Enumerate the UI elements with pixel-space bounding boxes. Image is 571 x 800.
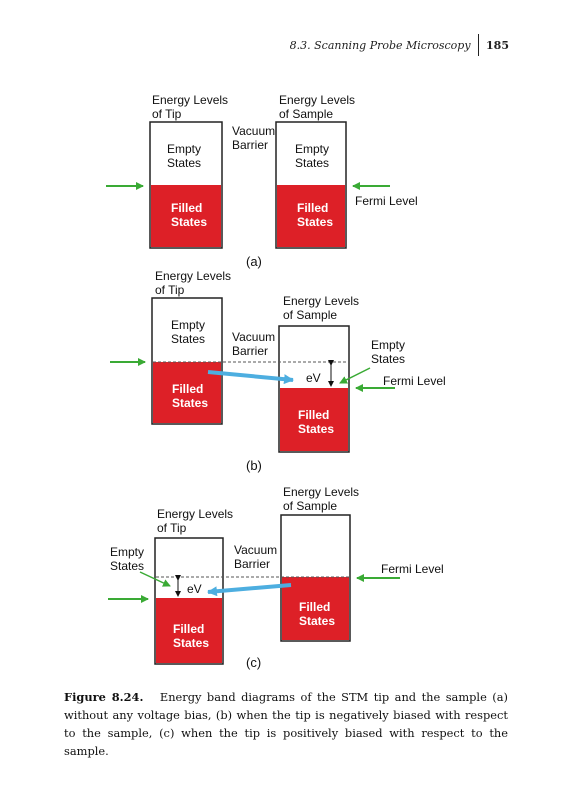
tip-empty-line1: Empty xyxy=(171,318,205,332)
sample-label-line2: of Sample xyxy=(279,107,333,121)
sample-filled-line1: Filled xyxy=(299,600,330,614)
sample-label-line2: of Sample xyxy=(283,308,337,322)
ev-label: eV xyxy=(306,371,321,385)
tip-filled-line2: States xyxy=(172,396,208,410)
caption-label: Figure 8.24. xyxy=(64,690,144,704)
sample-filled-line1: Filled xyxy=(298,408,329,422)
caption-text: Energy band diagrams of the STM tip and … xyxy=(64,690,508,758)
panel-b: Energy Levels of Tip Empty States Filled… xyxy=(110,269,446,473)
panel-a: Energy Levels of Tip Empty States Filled… xyxy=(106,93,418,269)
sample-label-line1: Energy Levels xyxy=(283,485,359,499)
tip-filled-line1: Filled xyxy=(173,622,204,636)
empty-states-pointer xyxy=(339,367,371,384)
tip-empty-line2: States xyxy=(171,332,205,346)
tip-filled-line1: Filled xyxy=(171,201,202,215)
sample-filled-region xyxy=(277,185,345,247)
tip-filled-line2: States xyxy=(171,215,207,229)
tip-filled-line1: Filled xyxy=(172,382,203,396)
sample-filled-line2: States xyxy=(297,215,333,229)
tip-label-line1: Energy Levels xyxy=(152,93,228,107)
empty-states-pointer xyxy=(139,571,171,587)
tip-empty-line2: States xyxy=(110,559,144,573)
sample-label-line1: Energy Levels xyxy=(283,294,359,308)
tunneling-arrow xyxy=(207,370,294,385)
ev-label: eV xyxy=(187,582,202,596)
tip-label-line1: Energy Levels xyxy=(157,507,233,521)
sample-filled-region xyxy=(282,577,349,640)
tip-label-line1: Energy Levels xyxy=(155,269,231,283)
sample-filled-line2: States xyxy=(299,614,335,628)
panel-c-label: (c) xyxy=(246,655,261,670)
sample-filled-line2: States xyxy=(298,422,334,436)
header-divider xyxy=(477,34,480,56)
panel-a-label: (a) xyxy=(246,254,262,269)
vacuum-line1: Vacuum xyxy=(234,543,277,557)
vacuum-line2: Barrier xyxy=(232,138,268,152)
figure-caption: Figure 8.24. Energy band diagrams of the… xyxy=(64,688,508,760)
running-header: 8.3. Scanning Probe Microscopy 185 xyxy=(290,34,509,56)
tip-filled-region xyxy=(151,185,221,247)
tip-empty-line1: Empty xyxy=(167,142,201,156)
vacuum-line2: Barrier xyxy=(232,344,268,358)
vacuum-line1: Vacuum xyxy=(232,330,275,344)
vacuum-line1: Vacuum xyxy=(232,124,275,138)
sample-filled-line1: Filled xyxy=(297,201,328,215)
sample-filled-region xyxy=(280,388,348,451)
tip-label-line2: of Tip xyxy=(155,283,185,297)
page-number: 185 xyxy=(486,38,509,52)
panel-c: Energy Levels of Sample Filled States En… xyxy=(108,485,444,670)
sample-label-line2: of Sample xyxy=(283,499,337,513)
sample-empty-line2: States xyxy=(295,156,329,170)
tip-label-line2: of Tip xyxy=(152,107,182,121)
panel-b-label: (b) xyxy=(246,458,262,473)
sample-empty-line2: States xyxy=(371,352,405,366)
tip-empty-line2: States xyxy=(167,156,201,170)
sample-label-line1: Energy Levels xyxy=(279,93,355,107)
fermi-level-label: Fermi Level xyxy=(381,562,444,576)
tip-empty-line1: Empty xyxy=(110,545,144,559)
section-title: 8.3. Scanning Probe Microscopy xyxy=(289,38,471,52)
tunneling-arrow xyxy=(207,583,292,597)
sample-empty-line1: Empty xyxy=(371,338,405,352)
fermi-level-label: Fermi Level xyxy=(355,194,418,208)
tip-label-line2: of Tip xyxy=(157,521,187,535)
vacuum-line2: Barrier xyxy=(234,557,270,571)
tip-filled-line2: States xyxy=(173,636,209,650)
sample-empty-line1: Empty xyxy=(295,142,329,156)
fermi-level-label: Fermi Level xyxy=(383,374,446,388)
tip-filled-region xyxy=(156,598,222,663)
energy-band-figure: Energy Levels of Tip Empty States Filled… xyxy=(106,93,446,670)
